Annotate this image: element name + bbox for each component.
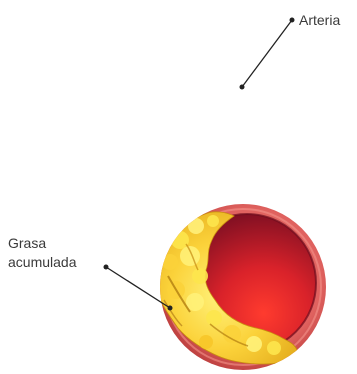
- arteria-leader-dot-top: [290, 18, 295, 23]
- arteria-leader-line: [242, 20, 292, 87]
- grasa-label-line2: acumulada: [8, 253, 77, 272]
- grasa-acumulada-label: Grasa acumulada: [8, 234, 77, 272]
- arteria-label: Arteria: [299, 11, 340, 30]
- arteria-leader-dot-bottom: [240, 85, 245, 90]
- grasa-leader-dot-start: [104, 265, 109, 270]
- grasa-label-line1: Grasa: [8, 234, 77, 253]
- grasa-leader-dot-end: [168, 306, 173, 311]
